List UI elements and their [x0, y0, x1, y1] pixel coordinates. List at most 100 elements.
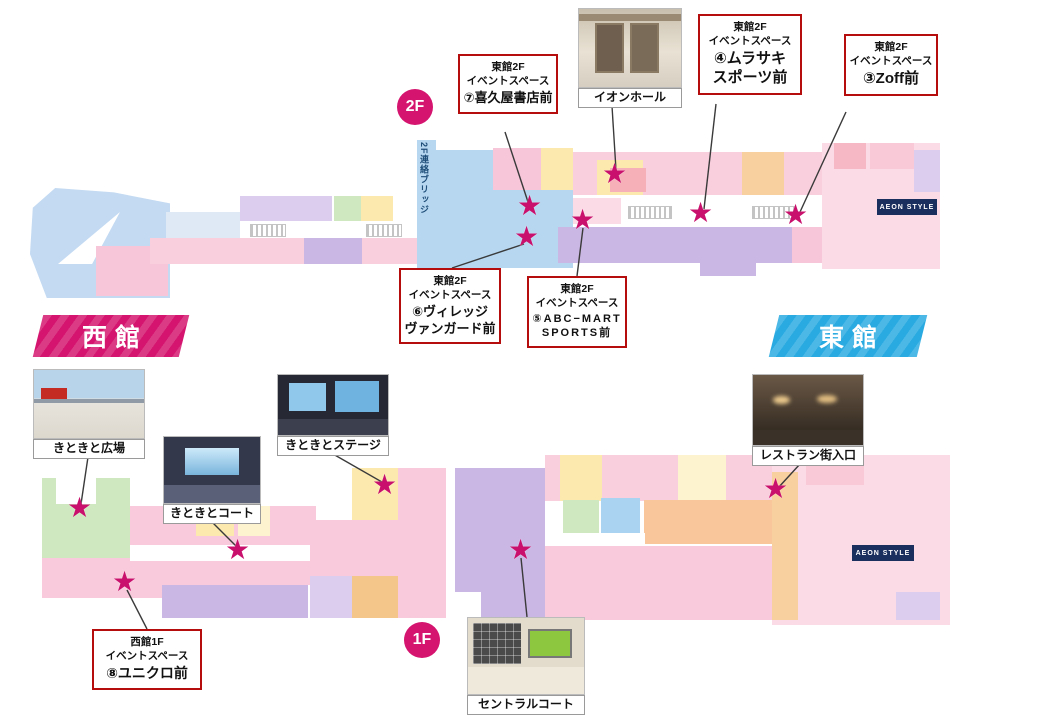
east-building-banner: 東館 [768, 315, 928, 357]
map-region [601, 498, 640, 533]
callout-event-space-6: 東館2F イベントスペース ⑥ヴィレッジ ヴァンガード前 [399, 268, 501, 344]
photo-image [33, 369, 145, 439]
escalator-mark [366, 224, 402, 237]
leader-line [799, 111, 847, 213]
photo-decor [335, 381, 380, 413]
photo-decor [579, 13, 681, 22]
map-region [563, 500, 599, 533]
leader-line [211, 521, 237, 547]
photo-restaurant-entrance: レストラン街入口 [752, 374, 864, 466]
callout-building: 東館2F [433, 275, 467, 287]
callout-name-line2: スポーツ前 [712, 69, 788, 87]
photo-decor [630, 23, 659, 73]
callout-name: ③Zoff前 [862, 70, 920, 88]
map-region [678, 455, 726, 501]
map-region [352, 576, 398, 618]
photo-caption: セントラルコート [467, 695, 585, 715]
photo-caption: イオンホール [578, 88, 682, 108]
west-building-label: 西館 [81, 324, 148, 352]
map-region [742, 152, 784, 195]
photo-caption: レストラン街入口 [752, 446, 864, 466]
callout-building: 東館2F [560, 283, 594, 295]
callout-event-space-3: 東館2F イベントスペース ③Zoff前 [844, 34, 938, 97]
map-region [870, 143, 914, 169]
photo-decor [472, 622, 522, 664]
escalator-mark [628, 206, 672, 219]
photo-image [578, 8, 682, 88]
map-region [56, 478, 96, 504]
event-location-star: ★ [570, 204, 596, 235]
map-region [700, 263, 756, 276]
escalator-mark [752, 206, 796, 219]
photo-decor [289, 383, 327, 411]
callout-name: ⑥ヴィレッジ [411, 304, 488, 320]
west-building-banner: 西館 [32, 315, 190, 357]
callout-name: ④ムラサキ [714, 50, 786, 68]
leader-line [332, 453, 383, 483]
leader-line [80, 456, 89, 505]
map-region [914, 150, 940, 192]
leader-line [451, 243, 525, 269]
photo-decor [753, 429, 863, 445]
photo-decor [772, 396, 791, 405]
event-location-star: ★ [783, 199, 809, 230]
map-region [417, 150, 493, 192]
floor-badge-2f: 2F [397, 89, 433, 125]
leader-line [126, 589, 148, 630]
photo-image [163, 436, 261, 504]
callout-name-line2: SPORTS前 [541, 327, 613, 340]
map-region [240, 196, 332, 221]
photo-image [752, 374, 864, 446]
photo-decor [185, 447, 239, 476]
leader-line [703, 103, 717, 210]
callout-space: イベントスペース [105, 649, 189, 662]
callout-event-space-7: 東館2F イベントスペース ⑦喜久屋書店前 [458, 54, 558, 114]
map-region [573, 198, 621, 224]
map-region [304, 238, 362, 264]
photo-image [277, 374, 389, 436]
east-building-label: 東館 [818, 324, 885, 352]
callout-space: イベントスペース [708, 34, 792, 47]
photo-decor [528, 628, 573, 658]
photo-decor [468, 666, 584, 694]
event-location-star: ★ [514, 221, 540, 252]
event-location-star: ★ [372, 469, 398, 500]
photo-ion-hall: イオンホール [578, 8, 682, 108]
callout-space: イベントスペース [408, 288, 492, 301]
photo-image [467, 617, 585, 695]
callout-name: ⑤ABC−MART [532, 313, 622, 326]
map-region [558, 227, 830, 263]
callout-space: イベントスペース [535, 296, 619, 309]
photo-central-court: セントラルコート [467, 617, 585, 715]
callout-space: イベントスペース [849, 54, 933, 67]
map-region [644, 500, 772, 544]
map-region [310, 576, 352, 618]
photo-caption: きときと広場 [33, 439, 145, 459]
leader-line [520, 557, 528, 618]
callout-building: 東館2F [874, 41, 908, 53]
event-location-star: ★ [112, 566, 138, 597]
photo-caption: きときとコート [163, 504, 261, 524]
map-region [541, 148, 573, 190]
callout-event-space-5: 東館2F イベントスペース ⑤ABC−MART SPORTS前 [527, 276, 627, 348]
aeon-style-label-2f: AEON STYLE [877, 199, 937, 215]
callout-building: 西館1F [130, 636, 164, 648]
map-region [166, 212, 240, 238]
photo-decor [34, 398, 144, 403]
photo-kitokito-hiroba: きときと広場 [33, 369, 145, 459]
map-region [545, 546, 773, 620]
map-region [130, 561, 316, 585]
aeon-style-label-1f: AEON STYLE [852, 545, 914, 561]
event-location-star: ★ [763, 473, 789, 504]
leader-line [777, 463, 801, 489]
event-location-star: ★ [225, 534, 251, 565]
photo-decor [816, 394, 837, 403]
map-region [361, 196, 393, 221]
escalator-mark [250, 224, 286, 237]
photo-caption: きときとステージ [277, 436, 389, 456]
callout-event-space-8: 西館1F イベントスペース ⑧ユニクロ前 [92, 629, 202, 690]
map-region [398, 468, 446, 618]
map-region [334, 196, 361, 221]
